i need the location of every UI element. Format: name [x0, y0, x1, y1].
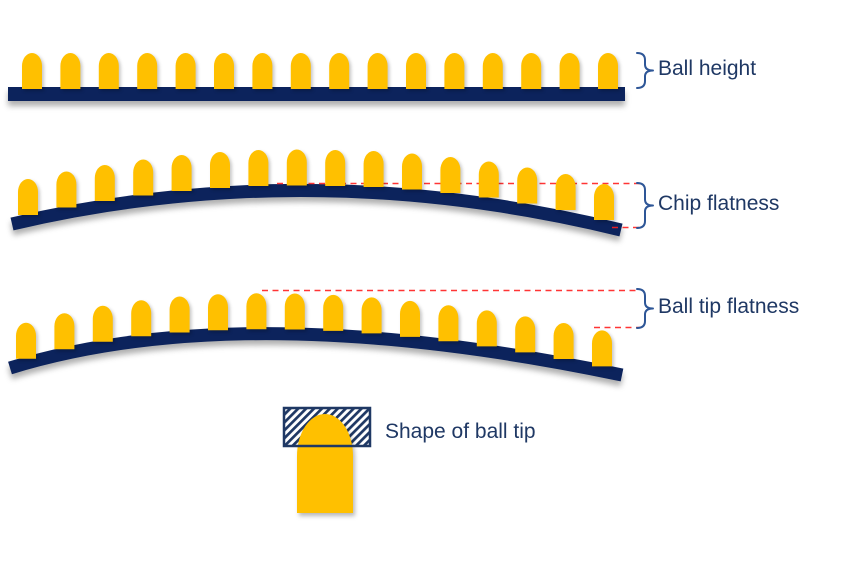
solder-ball — [400, 300, 420, 337]
solder-ball — [521, 53, 542, 89]
solder-ball — [325, 150, 346, 186]
solder-ball — [98, 53, 119, 89]
solder-ball — [594, 184, 614, 220]
solder-ball — [290, 53, 311, 89]
chip-flatness-label: Chip flatness — [658, 192, 780, 215]
solder-ball — [60, 53, 81, 89]
solder-ball — [252, 53, 273, 89]
shape-of-ball-tip-label: Shape of ball tip — [385, 420, 536, 443]
solder-ball — [478, 161, 499, 198]
warped-chip-arc-2 — [8, 327, 624, 382]
solder-ball — [131, 300, 152, 337]
solder-ball — [94, 165, 115, 201]
ball-height-label: Ball height — [658, 57, 757, 80]
solder-ball — [214, 53, 234, 89]
solder-ball — [555, 174, 576, 210]
solder-ball — [54, 313, 75, 350]
ball-height-brace-icon — [636, 52, 654, 89]
warped-chip-arc — [10, 183, 623, 237]
solder-ball — [438, 305, 459, 342]
solder-ball — [367, 53, 388, 89]
ball-tip-flatness-label: Ball tip flatness — [658, 295, 800, 318]
solder-ball — [406, 53, 426, 89]
ball-array-warped-chip — [18, 149, 614, 220]
solder-ball — [22, 53, 42, 89]
solder-ball — [402, 153, 422, 190]
ball-tip-envelope-border — [282, 406, 372, 448]
solder-ball — [92, 305, 113, 342]
solder-ball — [482, 53, 503, 89]
row-shape-of-ball-tip — [282, 406, 372, 513]
solder-ball — [56, 171, 77, 208]
ball-array-ball-tip — [16, 293, 612, 367]
solder-ball — [553, 323, 574, 359]
solder-ball — [171, 155, 192, 191]
solder-ball — [515, 316, 536, 353]
solder-ball — [592, 330, 612, 367]
solder-ball — [175, 53, 196, 89]
solder-ball — [18, 179, 38, 215]
solder-ball — [169, 296, 190, 333]
solder-ball — [246, 293, 267, 330]
row-chip-flatness — [10, 149, 654, 237]
ball-array-flat — [22, 53, 618, 89]
solder-ball — [440, 157, 461, 193]
solder-ball — [559, 53, 580, 89]
solder-ball — [329, 53, 350, 89]
large-solder-ball — [297, 414, 353, 513]
solder-ball — [284, 293, 305, 330]
solder-ball — [476, 310, 497, 347]
solder-ball — [16, 322, 36, 359]
solder-ball — [210, 152, 230, 188]
solder-ball — [517, 167, 538, 204]
solder-ball — [248, 150, 269, 186]
ball-tip-flatness-brace-icon — [636, 288, 654, 329]
solder-ball — [444, 53, 465, 89]
solder-ball — [208, 294, 229, 331]
solder-ball — [323, 294, 344, 331]
chip-flatness-brace-icon — [636, 182, 654, 229]
solder-ball — [361, 297, 382, 334]
solder-ball — [133, 159, 154, 196]
flat-chip-bar — [8, 87, 625, 101]
solder-ball — [598, 53, 618, 89]
row-ball-tip-flatness — [8, 288, 654, 382]
solder-ball — [363, 151, 384, 187]
solder-ball — [286, 149, 307, 186]
row-ball-height — [8, 52, 654, 101]
solder-ball — [137, 53, 158, 89]
